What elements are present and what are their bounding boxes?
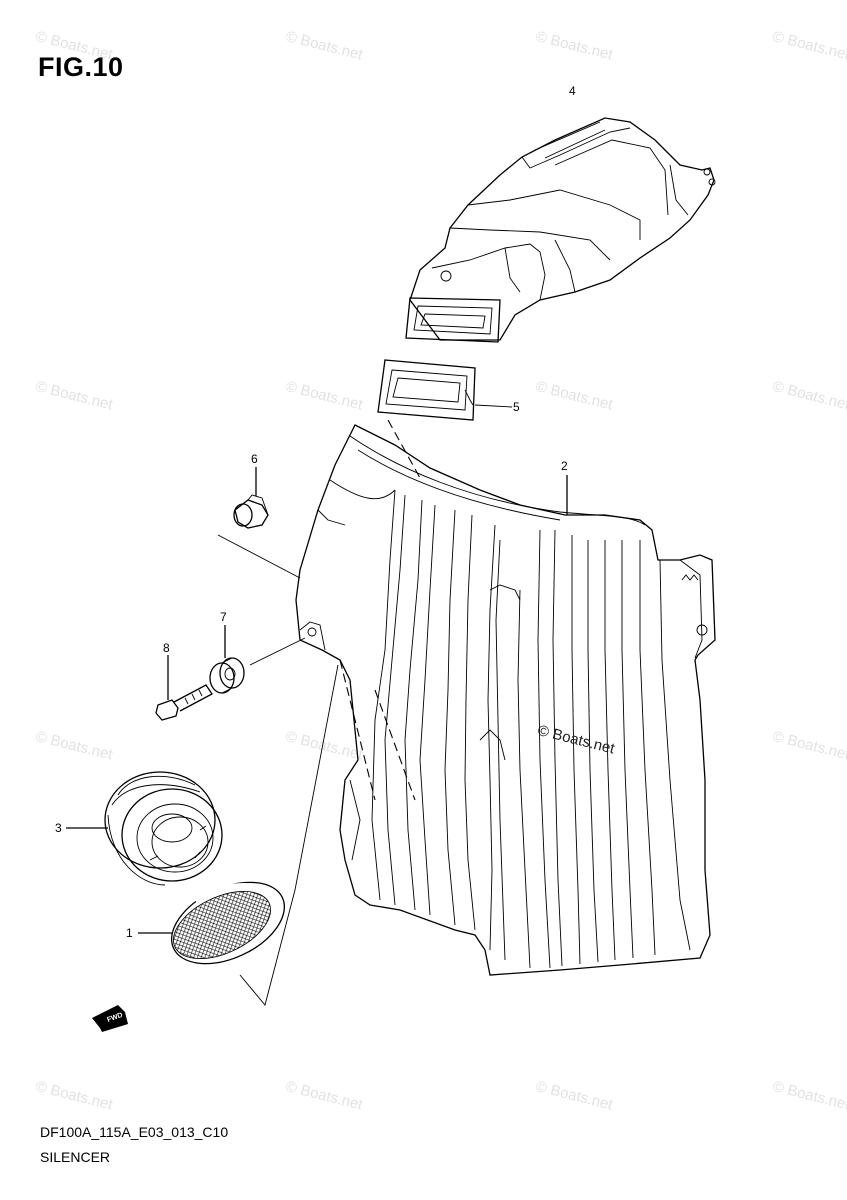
part-2-silencer-case[interactable] — [295, 424, 716, 976]
callout-8: 8 — [163, 641, 170, 655]
part-6-grommet[interactable] — [233, 494, 269, 529]
assembly-line — [374, 689, 416, 801]
install-line-7 — [249, 637, 306, 666]
install-line-6 — [217, 534, 301, 579]
part-1-screen[interactable] — [159, 866, 297, 980]
part-7-collar[interactable] — [209, 657, 245, 694]
callout-7: 7 — [220, 610, 227, 624]
callout-6: 6 — [251, 452, 258, 466]
callout-2: 2 — [561, 459, 568, 473]
assembly-line — [339, 659, 376, 801]
figure-title: FIG.10 — [38, 52, 124, 82]
part-8-bolt[interactable] — [155, 684, 213, 721]
figure-code: DF100A_115A_E03_013_C10 — [40, 1124, 229, 1140]
callout-5: 5 — [513, 400, 520, 414]
front-arrow-icon: FWD — [92, 1005, 128, 1032]
figure-name: SILENCER — [40, 1149, 111, 1165]
part-3-ring[interactable] — [104, 771, 223, 886]
part-5-seal[interactable] — [377, 359, 513, 421]
part-4-intake-duct[interactable] — [405, 117, 716, 343]
callout-4: 4 — [569, 84, 576, 98]
callout-3: 3 — [55, 821, 62, 835]
callout-1: 1 — [126, 926, 133, 940]
assembly-line — [239, 664, 339, 1006]
assembly-line — [387, 419, 421, 479]
